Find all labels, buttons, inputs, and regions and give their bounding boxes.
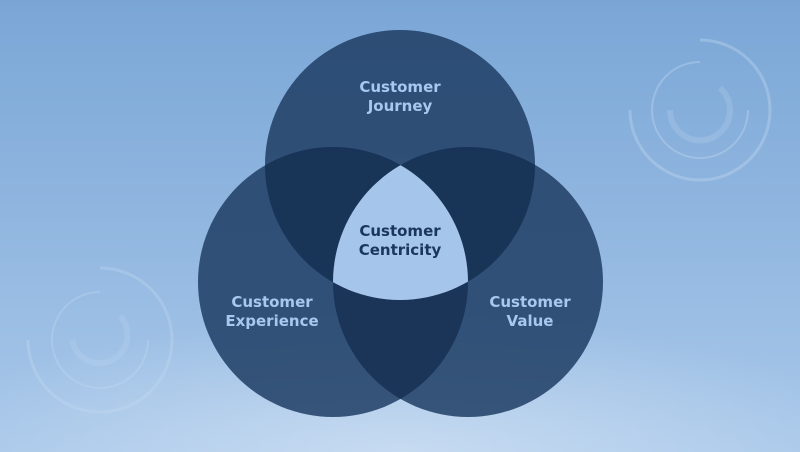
- ring-icon: [26, 266, 174, 414]
- value-label-line2: Value: [506, 312, 554, 330]
- center-overlap: [333, 147, 468, 300]
- experience-label: Customer Experience: [192, 293, 352, 331]
- journey-label-line1: Customer: [359, 78, 441, 96]
- value-label: Customer Value: [450, 293, 610, 331]
- experience-label-line2: Experience: [225, 312, 319, 330]
- centricity-label: Customer Centricity: [320, 222, 480, 260]
- ring-icon: [628, 38, 772, 182]
- journey-label-line2: Journey: [367, 97, 433, 115]
- journey-label: Customer Journey: [320, 78, 480, 116]
- centricity-label-line2: Centricity: [358, 241, 442, 259]
- centricity-label-line1: Customer: [359, 222, 441, 240]
- experience-label-line1: Customer: [231, 293, 313, 311]
- value-label-line1: Customer: [489, 293, 571, 311]
